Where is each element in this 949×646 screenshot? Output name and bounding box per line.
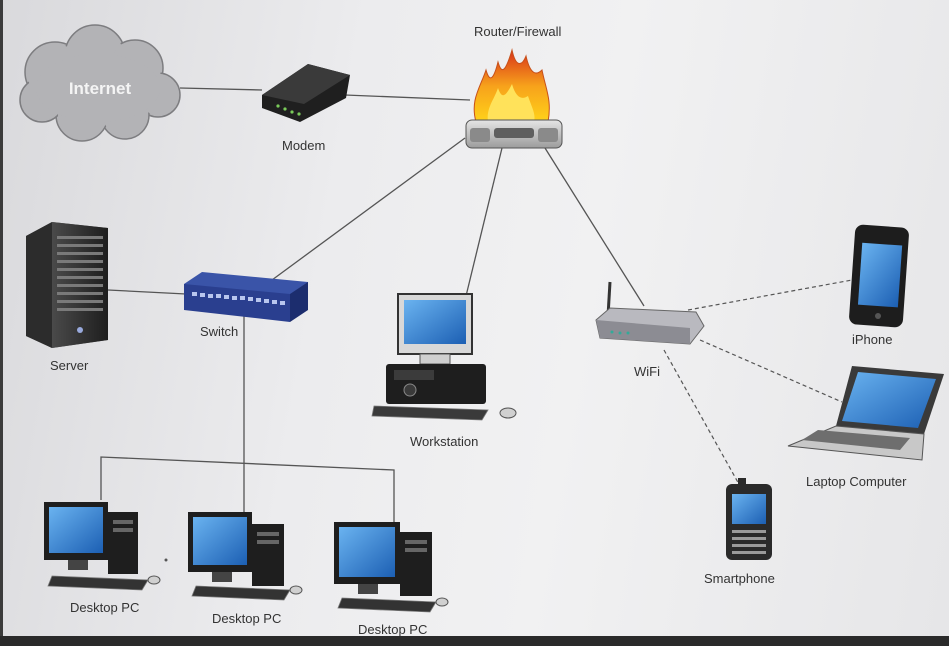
link-router-wifi	[544, 147, 645, 307]
desktop-pc-icon	[44, 502, 161, 591]
cloud-icon	[19, 24, 181, 142]
wifi-label: WiFi	[634, 364, 660, 379]
link-server-switch	[107, 289, 187, 295]
server-tower-icon	[26, 222, 108, 348]
modem-icon	[262, 64, 350, 122]
desktop-pc-icon	[334, 522, 449, 613]
link-router-switch	[271, 137, 466, 281]
link-router-workstation	[465, 147, 503, 297]
laptop-icon	[787, 366, 944, 461]
desktop-computer-icon	[371, 293, 517, 421]
smartphone-label: Smartphone	[704, 571, 775, 586]
wireless-links	[663, 279, 853, 487]
internet-label: Internet	[69, 79, 132, 98]
link-switch-desktops	[100, 456, 395, 525]
pda-phone-icon	[726, 478, 772, 560]
desktop-pc-icon	[188, 512, 303, 601]
iphone-label: iPhone	[852, 332, 893, 347]
workstation-label: Workstation	[410, 434, 479, 449]
link-wifi-smartphone	[663, 349, 741, 487]
firewall-icon	[465, 48, 563, 149]
server-label: Server	[50, 358, 89, 373]
modem-label: Modem	[282, 138, 326, 153]
desktop-pc-label-2: Desktop PC	[212, 611, 282, 626]
router-label: Router/Firewall	[474, 24, 562, 39]
screen-bezel	[0, 636, 949, 646]
desktop-pc-label-3: Desktop PC	[358, 622, 428, 637]
link-wifi-iphone	[687, 279, 853, 311]
connection-lines	[100, 87, 645, 525]
link-wifi-laptop	[699, 339, 843, 403]
desktop-pc-label-1: Desktop PC	[70, 600, 140, 615]
link-internet-modem	[179, 87, 263, 91]
switch-label: Switch	[200, 324, 239, 339]
network-switch-icon	[184, 272, 308, 322]
link-modem-router	[344, 94, 471, 101]
laptop-label: Laptop Computer	[806, 474, 907, 489]
wireless-router-icon	[595, 281, 705, 345]
smartphone-icon	[849, 224, 909, 328]
